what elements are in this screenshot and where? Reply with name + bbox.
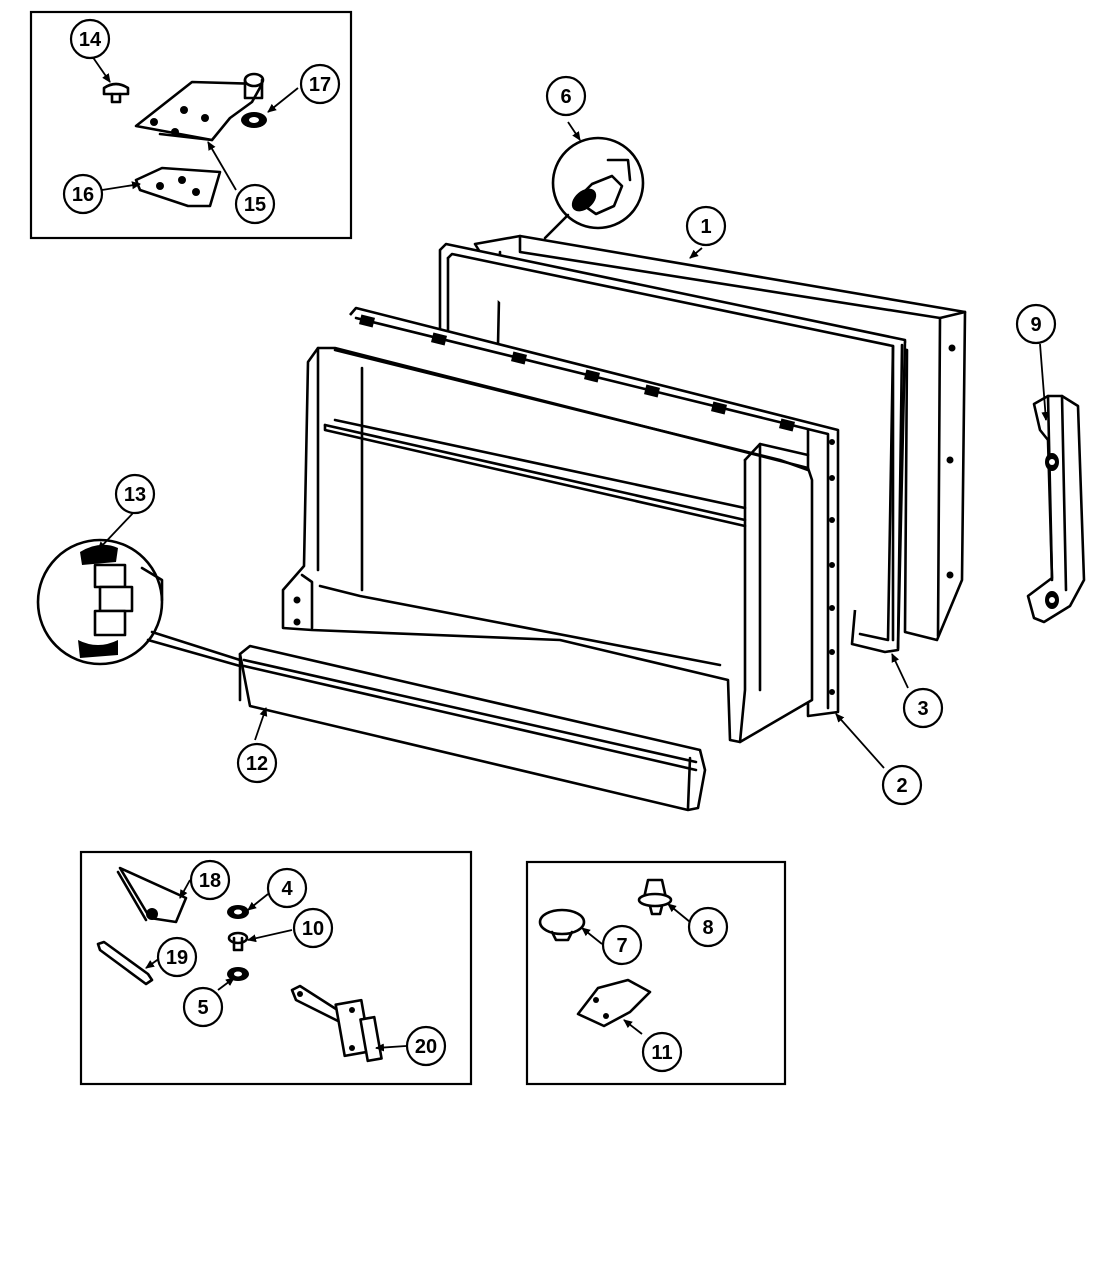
callout-20: 20 — [405, 1025, 447, 1067]
shelf-bar — [238, 644, 707, 812]
callout-4: 4 — [266, 867, 308, 909]
svg-text:20: 20 — [415, 1036, 437, 1058]
svg-text:7: 7 — [616, 935, 627, 957]
callout-6: 6 — [545, 75, 587, 117]
callout-8: 8 — [687, 906, 729, 948]
door-handle — [1026, 394, 1086, 624]
button-plug-part — [538, 908, 586, 942]
svg-text:14: 14 — [79, 29, 102, 51]
svg-text:3: 3 — [917, 698, 928, 720]
svg-text:13: 13 — [124, 484, 146, 506]
svg-text:19: 19 — [166, 947, 188, 969]
svg-text:5: 5 — [197, 997, 208, 1019]
callout-3: 3 — [902, 687, 944, 729]
hinge-cap-part — [102, 82, 130, 104]
svg-text:2: 2 — [896, 775, 907, 797]
callout-11: 11 — [641, 1031, 683, 1073]
callout-5: 5 — [182, 986, 224, 1028]
svg-text:16: 16 — [72, 184, 94, 206]
door-shelf-bin — [281, 346, 814, 744]
bottom-hinge-parts-inset — [79, 850, 473, 1086]
callout-1: 1 — [685, 205, 727, 247]
svg-text:17: 17 — [309, 74, 331, 96]
hinge-pin-part — [227, 931, 249, 952]
svg-text:11: 11 — [651, 1042, 672, 1064]
svg-text:4: 4 — [281, 878, 293, 900]
callout-7: 7 — [601, 924, 643, 966]
callout-19: 19 — [156, 936, 198, 978]
callout-16: 16 — [62, 173, 104, 215]
fastener-parts-inset — [525, 860, 787, 1086]
bottom-washer-part — [227, 967, 249, 981]
svg-text:9: 9 — [1030, 314, 1041, 336]
spacer-strip-part — [96, 940, 154, 986]
callout-9: 9 — [1015, 303, 1057, 345]
shelf-bar-end-detail — [36, 538, 242, 668]
callout-15: 15 — [234, 183, 276, 225]
push-nut-part — [637, 878, 673, 916]
svg-text:10: 10 — [302, 918, 324, 940]
svg-text:18: 18 — [199, 870, 221, 892]
door-clip-part — [576, 978, 652, 1028]
door-stop-detail — [543, 136, 645, 240]
svg-text:15: 15 — [244, 194, 266, 216]
hinge-washer-part — [227, 905, 249, 919]
upper-hinge-part — [134, 72, 265, 142]
inner-door-liner — [349, 306, 840, 718]
callout-17: 17 — [299, 63, 341, 105]
washer-part — [241, 112, 267, 128]
svg-text:6: 6 — [560, 86, 571, 108]
hinge-shim-part — [134, 166, 222, 208]
leader-lines — [91, 55, 1050, 1052]
callout-14: 14 — [69, 18, 111, 60]
callout-13: 13 — [114, 473, 156, 515]
svg-text:1: 1 — [700, 216, 711, 238]
callout-2: 2 — [881, 764, 923, 806]
bottom-hinge-bracket-part — [116, 866, 188, 924]
svg-text:8: 8 — [702, 917, 713, 939]
svg-text:12: 12 — [246, 753, 268, 775]
callout-10: 10 — [292, 907, 334, 949]
bottom-hinge-part — [290, 984, 383, 1063]
callout-18: 18 — [189, 859, 231, 901]
callout-12: 12 — [236, 742, 278, 784]
hinge-parts-inset — [29, 10, 353, 240]
